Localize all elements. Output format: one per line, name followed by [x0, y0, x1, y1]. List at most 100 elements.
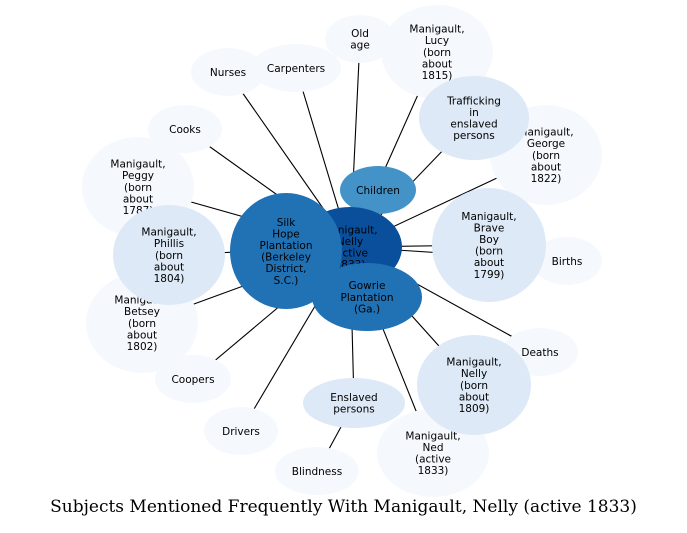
node-bubble-brave_boy: [432, 188, 546, 302]
node-label-line: Betsey: [124, 306, 160, 318]
node-label-line: (Berkeley: [261, 252, 311, 264]
node-bubble-silk_hope: [230, 193, 342, 309]
node-label-line: District,: [265, 263, 306, 275]
node-label-line: 1804): [154, 273, 185, 285]
node-drivers[interactable]: Drivers: [204, 407, 278, 455]
node-children[interactable]: Children: [340, 166, 416, 214]
node-label-line: Phillis: [154, 238, 184, 250]
node-bubble-lucy: [381, 5, 493, 99]
node-label-line: Cooks: [169, 124, 201, 136]
node-label-coopers: Coopers: [171, 374, 214, 386]
node-label-blindness: Blindness: [292, 466, 342, 478]
node-births[interactable]: Births: [532, 237, 602, 285]
node-label-line: about: [422, 58, 452, 70]
diagram-caption: Subjects Mentioned Frequently With Manig…: [50, 497, 637, 517]
node-bubble-old_age: [325, 15, 395, 63]
node-bubble-nurses: [191, 48, 265, 96]
node-blindness[interactable]: Blindness: [275, 447, 359, 495]
node-label-line: (born: [423, 47, 451, 59]
node-label-line: in: [469, 107, 479, 119]
node-label-line: Manigault,: [518, 127, 573, 139]
node-label-line: (born: [155, 250, 183, 262]
node-label-line: about: [154, 261, 184, 273]
node-label-line: about: [127, 329, 157, 341]
node-bubble-blindness: [275, 447, 359, 495]
node-label-line: Manigault,: [461, 211, 516, 223]
node-label-line: about: [123, 193, 153, 205]
node-bubble-births: [532, 237, 602, 285]
node-label-line: Deaths: [521, 347, 558, 359]
node-label-line: 1809): [459, 403, 490, 415]
node-label-births: Births: [552, 256, 583, 268]
node-label-cooks: Cooks: [169, 124, 201, 136]
node-cooks[interactable]: Cooks: [148, 105, 222, 153]
node-label-line: (born: [460, 380, 488, 392]
node-label-line: 1822): [531, 173, 562, 185]
node-label-drivers: Drivers: [222, 426, 260, 438]
node-label-line: Nelly: [461, 368, 487, 380]
node-label-line: (born: [532, 150, 560, 162]
node-label-line: Manigault,: [446, 357, 501, 369]
node-bubble-coopers: [155, 355, 231, 403]
node-bubble-enslaved: [303, 378, 405, 428]
node-label-line: persons: [333, 404, 374, 416]
node-label-line: 1802): [127, 341, 158, 353]
node-label-line: (born: [475, 246, 503, 258]
node-label-line: (active: [415, 454, 451, 466]
node-label-line: about: [474, 257, 504, 269]
node-bubble-children: [340, 166, 416, 214]
node-label-line: (Ga.): [354, 303, 380, 315]
node-label-line: (born: [124, 182, 152, 194]
node-label-deaths: Deaths: [521, 347, 558, 359]
node-label-line: S.C.): [274, 275, 299, 287]
node-bubble-carpenters: [251, 44, 341, 92]
node-bubble-nelly_1809: [417, 335, 531, 435]
node-label-line: Carpenters: [267, 63, 325, 75]
node-coopers[interactable]: Coopers: [155, 355, 231, 403]
node-label-line: Manigault,: [405, 430, 460, 442]
node-label-line: Enslaved: [330, 392, 377, 404]
node-label-line: Old: [351, 28, 369, 40]
node-label-line: Trafficking: [446, 95, 501, 107]
node-label-line: Peggy: [122, 170, 154, 182]
node-label-line: about: [459, 391, 489, 403]
node-label-line: Drivers: [222, 426, 260, 438]
node-label-carpenters: Carpenters: [267, 63, 325, 75]
node-label-line: Births: [552, 256, 583, 268]
node-label-children: Children: [356, 185, 400, 197]
node-label-line: Brave: [474, 222, 505, 234]
node-carpenters[interactable]: Carpenters: [251, 44, 341, 92]
node-label-line: enslaved: [450, 119, 497, 131]
node-label-line: 1833): [418, 465, 449, 477]
node-nurses[interactable]: Nurses: [191, 48, 265, 96]
node-label-line: Boy: [479, 234, 499, 246]
node-bubble-trafficking: [419, 76, 529, 160]
node-label-line: Nelly: [337, 236, 363, 248]
node-label-line: Plantation: [259, 240, 312, 252]
node-label-line: Children: [356, 185, 400, 197]
node-label-line: Ned: [423, 442, 444, 454]
node-label-line: Hope: [272, 228, 299, 240]
node-label-line: age: [350, 40, 370, 52]
